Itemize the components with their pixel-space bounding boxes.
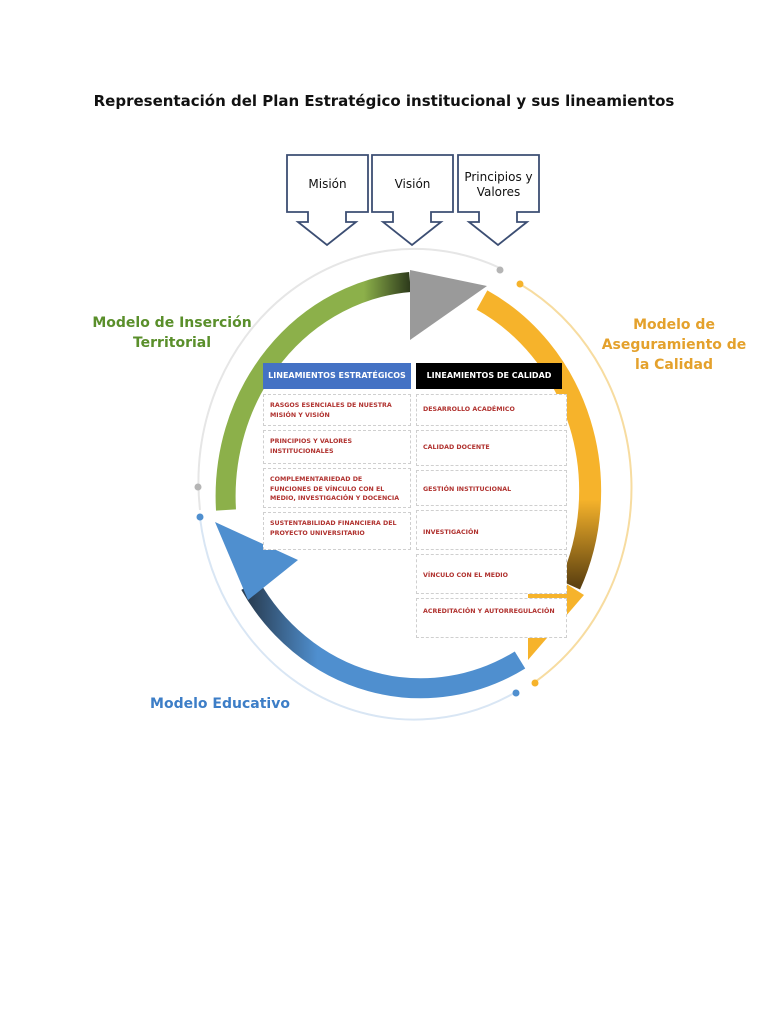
top-box-label-principios: Principios y Valores [464,170,533,199]
model-educativo: Modelo Educativo [150,696,290,712]
strategic-item: RASGOS ESENCIALES DE NUESTRA MISIÓN Y VI… [263,394,411,426]
quality-header: LINEAMIENTOS DE CALIDAD [416,363,562,389]
quality-item: GESTIÓN INSTITUCIONAL [416,470,567,506]
outer-guide-arc-bottom [199,517,517,721]
guide-dot-blue-left [196,513,204,521]
strategic-header: LINEAMIENTOS ESTRATÉGICOS [263,363,411,389]
diagram-title: Representación del Plan Estratégico inst… [93,92,675,110]
strategic-item: COMPLEMENTARIEDAD DE FUNCIONES DE VÍNCUL… [263,468,411,508]
quality-item: DESARROLLO ACADÉMICO [416,394,567,426]
quality-item: CALIDAD DOCENTE [416,430,567,466]
guide-dot-gray [496,266,504,274]
outer-guide-arc-right [519,283,633,683]
top-box-mision [286,154,369,247]
quality-item: INVESTIGACIÓN [416,510,567,550]
guide-dot-blue-bottom [512,689,520,697]
guide-dot-gray-left [194,483,202,491]
top-box-label-vision: Visión [394,177,431,191]
blue-arrowhead [215,522,298,600]
strategic-item: SUSTENTABILIDAD FINANCIERA DEL PROYECTO … [263,512,411,550]
gray-arrowhead [410,270,487,340]
guide-dot-orange-bottom [531,679,539,687]
top-box-label-mision: Misión [308,177,347,191]
green-arc [215,272,411,511]
orange-arc [476,290,602,590]
strategic-item: PRINCIPIOS Y VALORES INSTITUCIONALES [263,430,411,464]
quality-item: VÍNCULO CON EL MEDIO [416,554,567,594]
outer-guide-arc-left [197,247,501,511]
top-box-vision [371,154,454,247]
model-aseguramiento-calidad: Modelo de Aseguramiento de la Calidad [601,317,747,373]
quality-item: ACREDITACIÓN Y AUTORREGULACIÓN [416,598,567,638]
blue-arc [241,580,526,699]
guide-dot-orange-top [516,280,524,288]
model-insercion-territorial: Modelo de Inserción Territorial [92,315,252,351]
top-box-principios [457,154,540,247]
